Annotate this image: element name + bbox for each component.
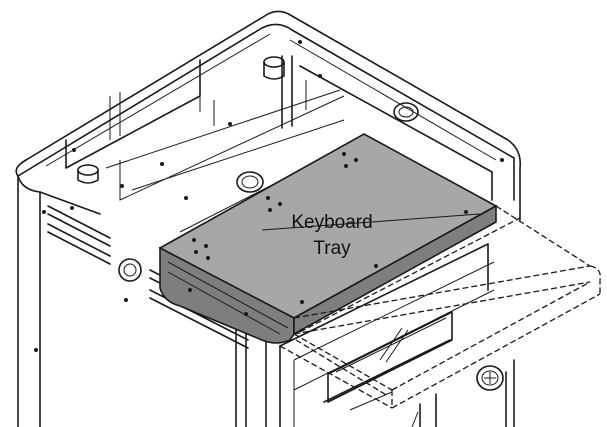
keyboard-tray-side-face [293,204,497,336]
keyboard-tray-extended-outline [279,205,601,409]
cart-knobs [77,56,504,391]
keyboard-tray [158,133,498,344]
frame-hardware-dots [34,40,504,352]
label-line-tray: Tray [313,238,351,259]
keyboard-tray-front-face [159,246,295,344]
cart-top-rim [15,10,522,427]
tray-mounting-holes [188,152,468,316]
label-line-keyboard: Keyboard [291,212,372,233]
lower-cabinet [235,243,515,427]
keyboard-tray-label: Keyboard Tray [291,212,372,259]
